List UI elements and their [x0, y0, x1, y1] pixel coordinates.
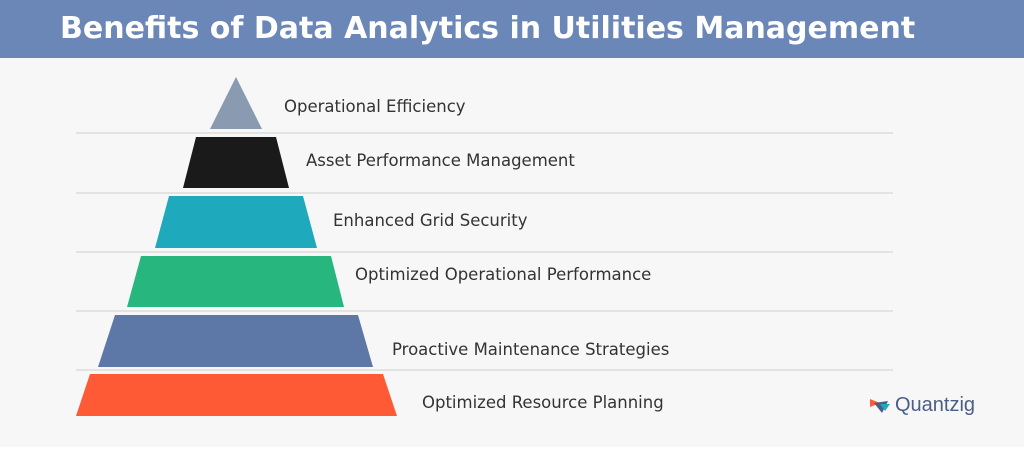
title-banner [0, 0, 1024, 58]
level-label-proactive-maintenance-strategies: Proactive Maintenance Strategies [392, 340, 670, 359]
quantzig-logo: Quantzig [868, 392, 975, 418]
pyramid-level-5 [98, 315, 373, 367]
pyramid-level-3 [155, 196, 317, 248]
level-label-optimized-operational-performance: Optimized Operational Performance [355, 265, 652, 284]
quantzig-logo-icon [870, 399, 890, 413]
pyramid-level-1 [210, 77, 262, 129]
level-label-operational-efficiency: Operational Efficiency [284, 97, 466, 116]
page-title: Benefits of Data Analytics in Utilities … [60, 11, 916, 46]
pyramid-level-4 [127, 256, 344, 307]
level-label-optimized-resource-planning: Optimized Resource Planning [422, 393, 664, 412]
pyramid-level-6 [76, 374, 397, 416]
logo-text: Quantzig [895, 393, 976, 416]
level-label-enhanced-grid-security: Enhanced Grid Security [333, 211, 528, 230]
level-label-asset-performance-management: Asset Performance Management [306, 151, 575, 170]
pyramid-level-2 [183, 137, 289, 188]
